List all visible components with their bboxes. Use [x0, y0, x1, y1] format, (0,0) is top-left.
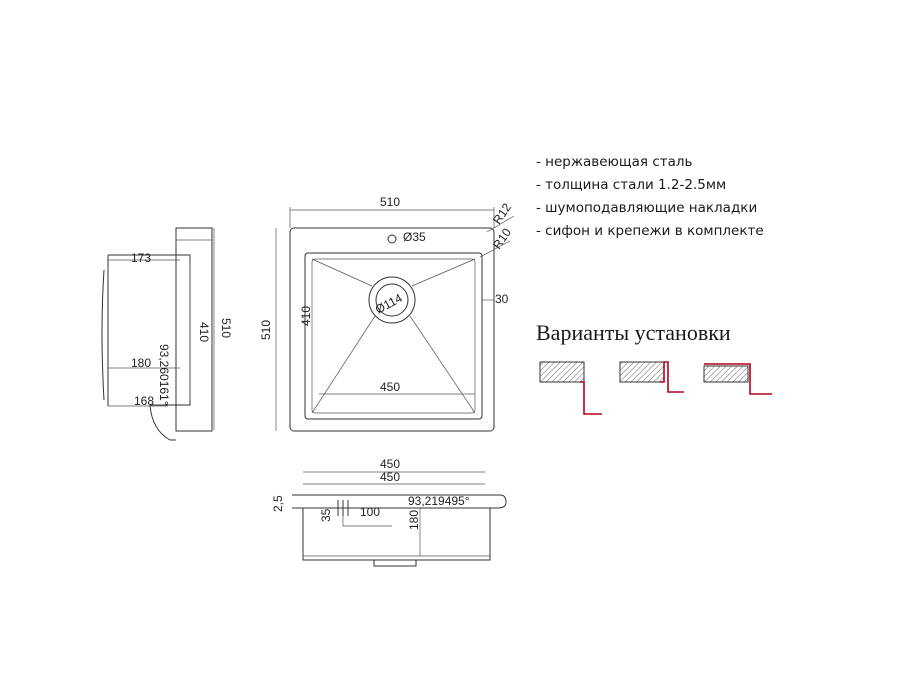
feature-list: - нержавеющая сталь - толщина стали 1.2-…	[536, 154, 764, 239]
side-view-depth-mid-label: 180	[131, 356, 151, 370]
front-view-width-top-label: 450	[380, 457, 400, 471]
side-view-height-inner-label: 410	[197, 322, 211, 342]
side-view: 173 180 168 410 510 93,260161°	[101, 227, 233, 441]
front-view: 450 450 2,5 35 100 180 93,219495°	[271, 457, 507, 567]
top-view: 510 R12 R10 Ø35 Ø114 30 450 410 510	[259, 195, 515, 432]
install-variant-flush	[619, 361, 684, 393]
countertop-block	[703, 365, 749, 383]
top-view-slope-tr	[411, 258, 476, 287]
install-variants-heading: Варианты установки	[536, 320, 731, 345]
front-view-lip-label: 2,5	[271, 495, 285, 512]
front-view-rim	[292, 494, 507, 509]
top-view-r10-leader	[479, 240, 511, 258]
side-view-angle-label: 93,260161°	[157, 344, 171, 406]
front-view-overflow-dim	[342, 516, 392, 527]
top-view-drain-outer	[368, 276, 416, 324]
side-view-depth-low-label: 168	[134, 394, 154, 408]
top-view-slope-tl	[311, 258, 373, 287]
countertop-block	[619, 361, 665, 383]
front-view-overflow-label: 100	[360, 505, 380, 519]
feature-item: - нержавеющая сталь	[536, 154, 693, 170]
front-view-width-mid-label: 450	[380, 470, 400, 484]
side-view-flange	[175, 227, 213, 432]
top-view-height-outer-label: 510	[259, 320, 273, 340]
top-view-bowl-inner	[311, 258, 476, 414]
sink-edge-line	[660, 361, 684, 393]
top-view-tap-hole-label: Ø35	[403, 230, 426, 244]
front-view-overflow	[337, 500, 349, 516]
top-view-outer-rim	[289, 227, 495, 432]
top-view-height-inner-label: 410	[299, 306, 313, 326]
side-view-bowl-curve	[101, 269, 105, 401]
top-view-offset-label: 30	[495, 292, 509, 306]
top-view-drain-inner	[375, 283, 409, 317]
front-view-depth-label: 180	[407, 510, 421, 530]
top-view-slope-bl	[311, 315, 376, 414]
side-view-lip	[149, 404, 176, 441]
side-view-top-depth-label: 173	[131, 251, 151, 265]
top-view-width-outer-label: 510	[380, 195, 400, 209]
install-variant-undermount	[539, 361, 602, 415]
top-view-r12-leader	[486, 215, 515, 233]
feature-item: - сифон и крепежи в комплекте	[536, 223, 764, 239]
side-view-bowl-outline	[108, 254, 191, 406]
top-view-radius-outer-label: R12	[490, 200, 514, 226]
side-view-height-outer-label: 510	[219, 318, 233, 338]
front-view-drain	[373, 559, 417, 567]
top-view-drain-label: Ø114	[373, 291, 405, 317]
sink-edge-line	[704, 363, 772, 395]
top-view-width-inner-label: 450	[380, 380, 400, 394]
front-view-step-label: 35	[319, 508, 333, 522]
install-variant-overmount	[703, 363, 772, 395]
sink-edge-line	[580, 381, 602, 415]
top-view-slope-br	[409, 315, 476, 414]
top-view-bowl-outer	[304, 252, 483, 420]
feature-item: - толщина стали 1.2-2.5мм	[536, 177, 726, 193]
front-view-angle-label: 93,219495°	[408, 494, 470, 508]
feature-item: - шумоподавляющие накладки	[536, 200, 757, 216]
top-view-tap-hole	[387, 234, 397, 244]
countertop-block	[539, 361, 585, 383]
